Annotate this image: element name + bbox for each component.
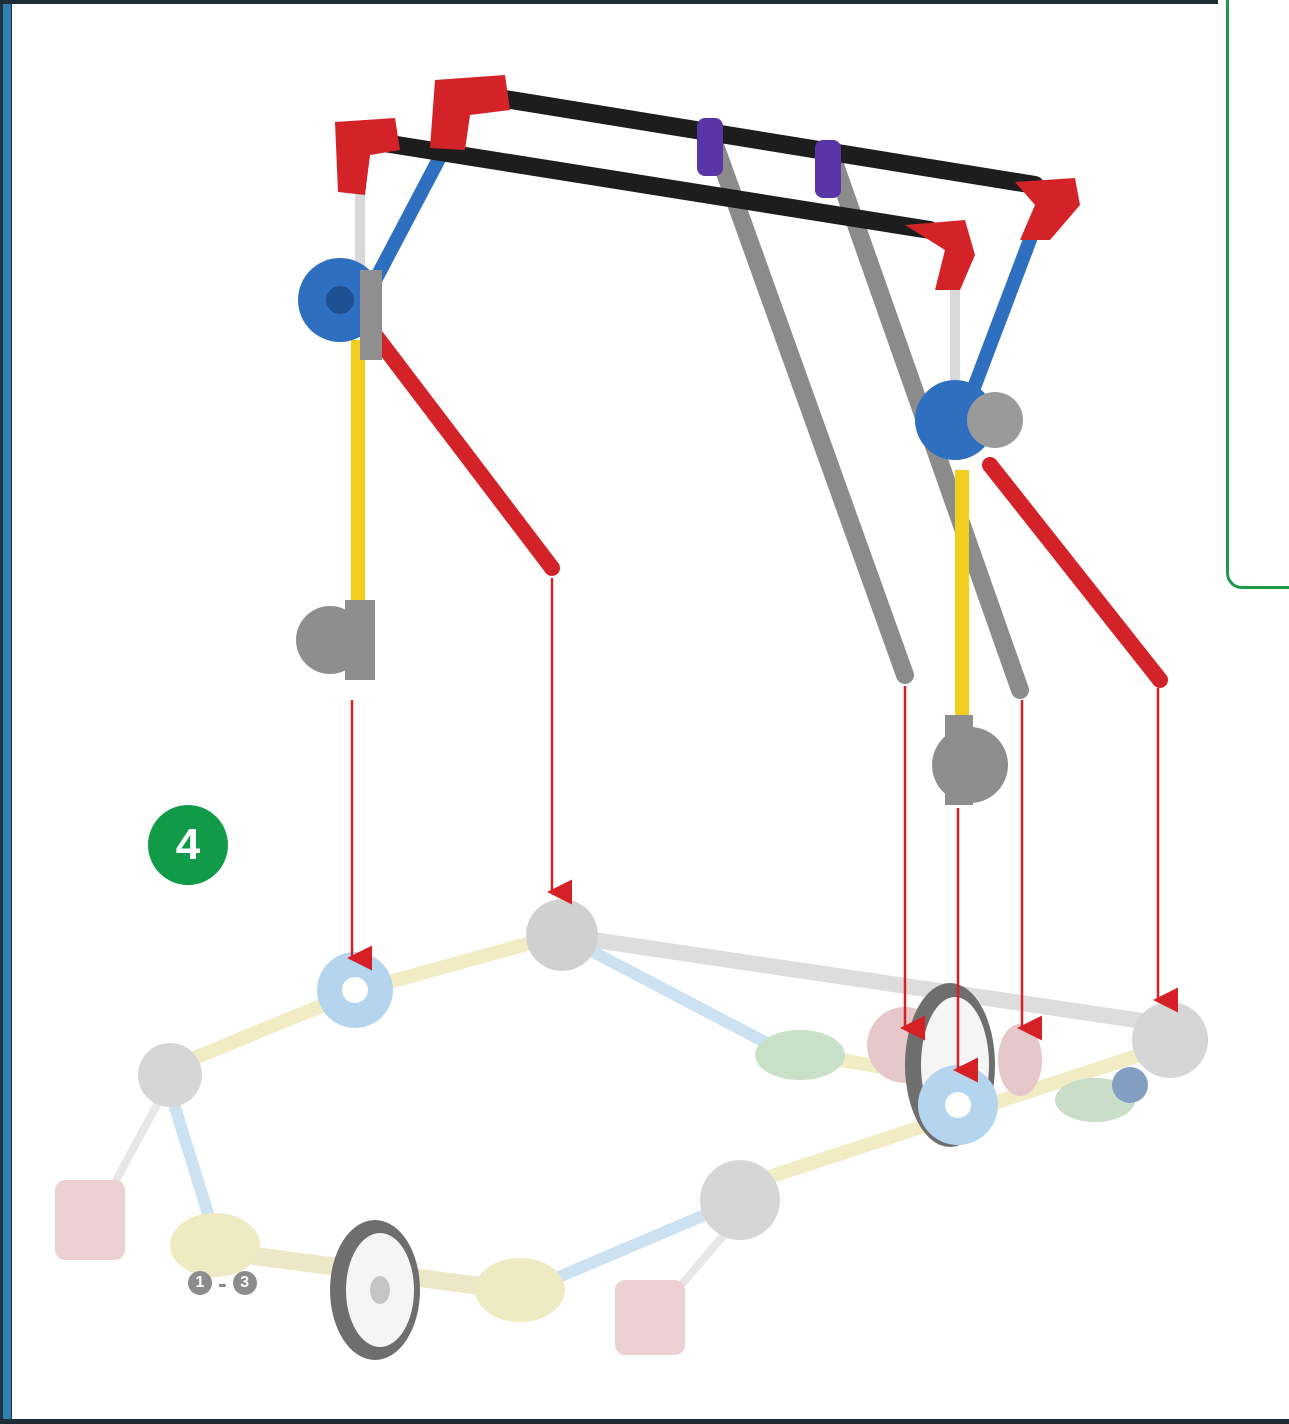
connector-icon bbox=[998, 1024, 1042, 1096]
previous-steps-reference: 1 - 3 bbox=[188, 1268, 257, 1298]
connector-icon bbox=[945, 1092, 971, 1118]
step-number: 4 bbox=[176, 820, 200, 870]
connector-icon bbox=[342, 977, 368, 1003]
red-rod bbox=[375, 335, 552, 568]
reference-separator: - bbox=[218, 1268, 227, 1299]
top-assembly bbox=[296, 75, 1160, 805]
red-rod bbox=[990, 465, 1160, 680]
connector-icon bbox=[335, 118, 400, 195]
connector-icon bbox=[615, 1280, 685, 1355]
connector-icon bbox=[430, 75, 510, 150]
connector-icon bbox=[55, 1180, 125, 1260]
connector-icon bbox=[326, 286, 354, 314]
connector-icon bbox=[945, 715, 973, 805]
wheel-icon bbox=[330, 1220, 420, 1360]
connector-icon bbox=[138, 1043, 202, 1107]
reference-start-badge: 1 bbox=[188, 1271, 212, 1295]
connector-icon bbox=[345, 600, 375, 680]
connector-icon bbox=[815, 140, 841, 198]
step-number-badge: 4 bbox=[148, 805, 228, 885]
connector-icon bbox=[475, 1258, 565, 1322]
connector-icon bbox=[1112, 1067, 1148, 1103]
connector-icon bbox=[755, 1030, 845, 1080]
connector-icon bbox=[1132, 1002, 1208, 1078]
connector-icon bbox=[360, 270, 382, 360]
connector-icon bbox=[967, 392, 1023, 448]
connector-icon bbox=[905, 220, 975, 290]
connector-icon bbox=[697, 118, 723, 176]
connector-icon bbox=[1015, 178, 1080, 240]
guide-arrows bbox=[352, 578, 1158, 1070]
connector-icon bbox=[526, 899, 598, 971]
connector-icon bbox=[700, 1160, 780, 1240]
reference-end-badge: 3 bbox=[233, 1271, 257, 1295]
